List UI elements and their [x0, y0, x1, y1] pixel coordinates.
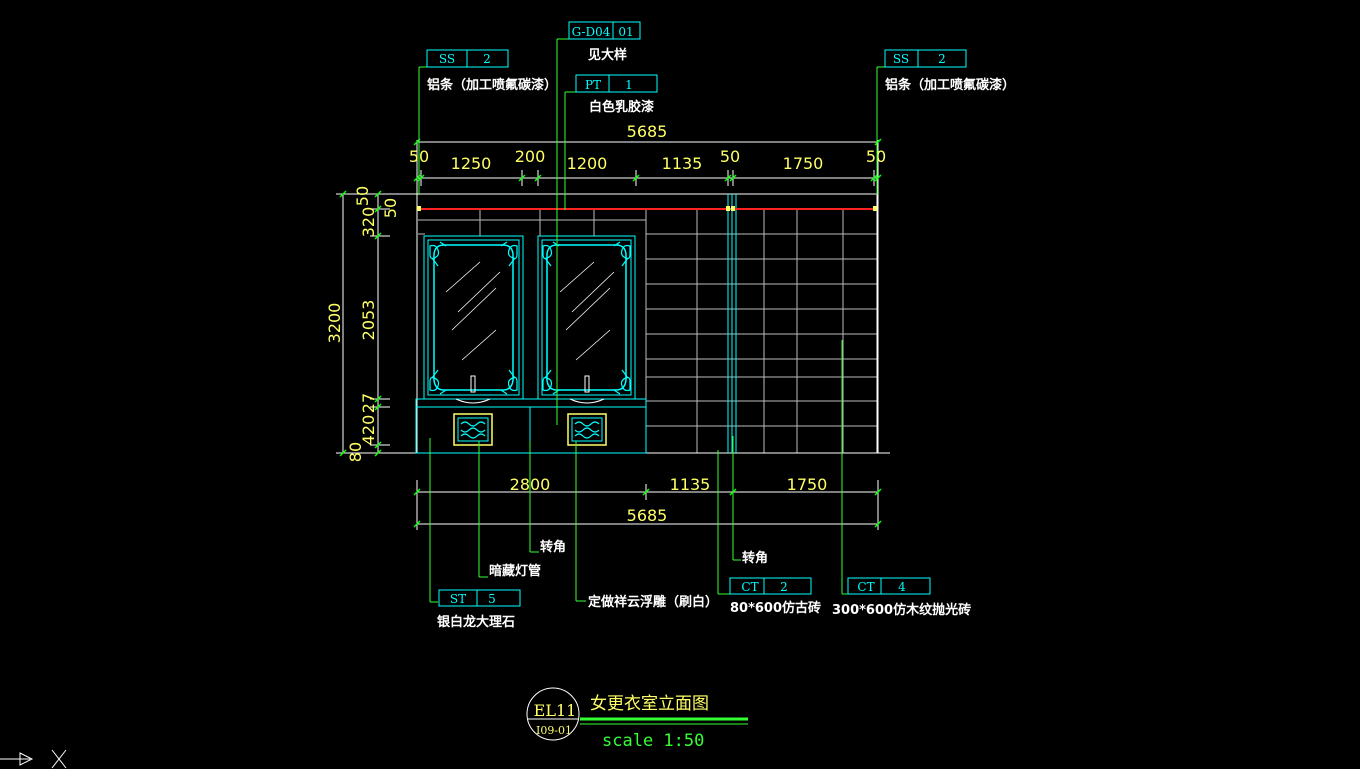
top-dim-50-right: 50 [866, 147, 886, 166]
top-dim-50-mid: 50 [720, 147, 740, 166]
left-dim-320: 320 [359, 207, 378, 238]
label-white-latex-paint: 白色乳胶漆 [589, 99, 654, 115]
label-corner-right: 转角 [742, 550, 768, 566]
tag-code: G-D04 [572, 25, 611, 39]
tag-number: 5 [488, 592, 496, 606]
left-overall-dimension: 3200 [325, 303, 344, 344]
bottom-dim-1750: 1750 [787, 475, 828, 494]
top-dim-1200: 1200 [567, 154, 608, 173]
top-dimension-lines [416, 140, 879, 194]
elevation-symbol: EL11 I09-01 [526, 687, 580, 741]
top-dimension-ticks [413, 138, 882, 182]
tag-number: 01 [618, 25, 633, 39]
label-hidden-light-tube: 暗藏灯管 [489, 563, 541, 579]
mirror-left [423, 235, 524, 400]
tile-grid [418, 209, 877, 453]
top-overall-dimension: 5685 [627, 122, 668, 141]
tag-g-d04-01: G-D04 01 [568, 21, 641, 40]
tag-code: SS [439, 52, 455, 66]
top-dim-1750: 1750 [783, 154, 824, 173]
label-aluminum-strip-right: 铝条（加工喷氟碳漆） [885, 77, 1015, 93]
label-antique-tile: 80*600仿古砖 [730, 600, 821, 616]
tag-pt-1: PT 1 [575, 74, 658, 93]
leader-lines [418, 38, 885, 603]
tag-st-5: ST 5 [438, 589, 521, 607]
tag-code: ST [450, 592, 466, 606]
tag-number: 2 [780, 580, 788, 594]
tag-ss-2-left: SS 2 [426, 49, 509, 68]
ucs-axis-icon [0, 749, 67, 769]
tag-ct-4: CT 4 [847, 577, 931, 595]
left-dimension-lines [336, 193, 417, 454]
left-dim-80: 80 [346, 442, 365, 462]
elevation-id: EL11 [534, 701, 577, 720]
corner-posts [727, 194, 737, 453]
tag-code: CT [857, 580, 874, 594]
top-dim-200: 200 [515, 147, 546, 166]
tag-number: 4 [898, 580, 906, 594]
label-aluminum-strip-left: 铝条（加工喷氟碳漆） [427, 77, 557, 93]
tag-number: 1 [625, 78, 633, 92]
cloud-relief-left [453, 413, 493, 446]
bottom-dim-1135: 1135 [670, 475, 711, 494]
trim-end-markers [417, 206, 877, 211]
label-cloud-relief: 定做祥云浮雕（刷白） [587, 594, 718, 610]
tag-number: 2 [483, 52, 491, 66]
drawing-title: 女更衣室立面图 [590, 694, 709, 714]
left-dim-50-a: 50 [353, 186, 372, 206]
label-corner-left: 转角 [540, 539, 566, 555]
label-woodgrain-tile: 300*600仿木纹抛光砖 [832, 602, 971, 618]
left-dimension-ticks [339, 190, 382, 457]
top-dim-1135: 1135 [662, 154, 703, 173]
sheet-reference: I09-01 [536, 724, 572, 737]
tag-code: CT [741, 580, 758, 594]
left-dim-27: 27 [359, 393, 378, 413]
mirror-right [537, 235, 636, 400]
label-see-detail: 见大样 [588, 47, 627, 63]
label-silver-dragon-marble: 银白龙大理石 [437, 614, 515, 630]
tag-code: PT [585, 78, 601, 92]
cloud-relief-right [567, 413, 607, 446]
left-dim-50-b: 50 [381, 198, 400, 218]
tag-ss-2-right: SS 2 [884, 49, 967, 68]
bottom-overall-dimension: 5685 [627, 506, 668, 525]
top-dim-1250: 1250 [451, 154, 492, 173]
vanity-counter [415, 375, 647, 454]
tag-ct-2: CT 2 [729, 577, 812, 595]
bottom-dimension-ticks [413, 488, 882, 528]
tag-code: SS [893, 52, 909, 66]
drawing-scale: scale 1:50 [602, 731, 704, 751]
left-dim-2053: 2053 [359, 300, 378, 341]
left-dim-420: 420 [359, 415, 378, 446]
tag-number: 2 [938, 52, 946, 66]
